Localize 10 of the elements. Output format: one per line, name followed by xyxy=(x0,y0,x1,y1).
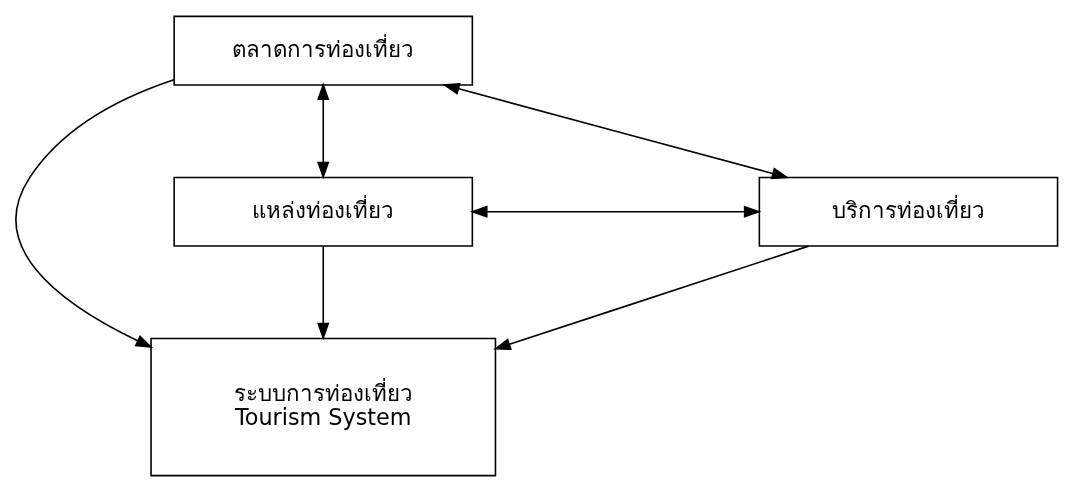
arrow xyxy=(442,83,790,180)
arrow xyxy=(493,245,810,350)
node-box: ตลาดการท่องเที่ยว xyxy=(173,15,474,86)
arrow xyxy=(15,79,175,349)
node-box: ระบบการท่องเที่ยว Tourism System xyxy=(150,337,497,477)
node-box: แหล่งท่องเที่ยว xyxy=(173,176,474,247)
arrow xyxy=(470,205,762,218)
arrow xyxy=(317,82,330,180)
node-box: บริการท่องเที่ยว xyxy=(758,176,1059,247)
arrow xyxy=(317,245,330,341)
